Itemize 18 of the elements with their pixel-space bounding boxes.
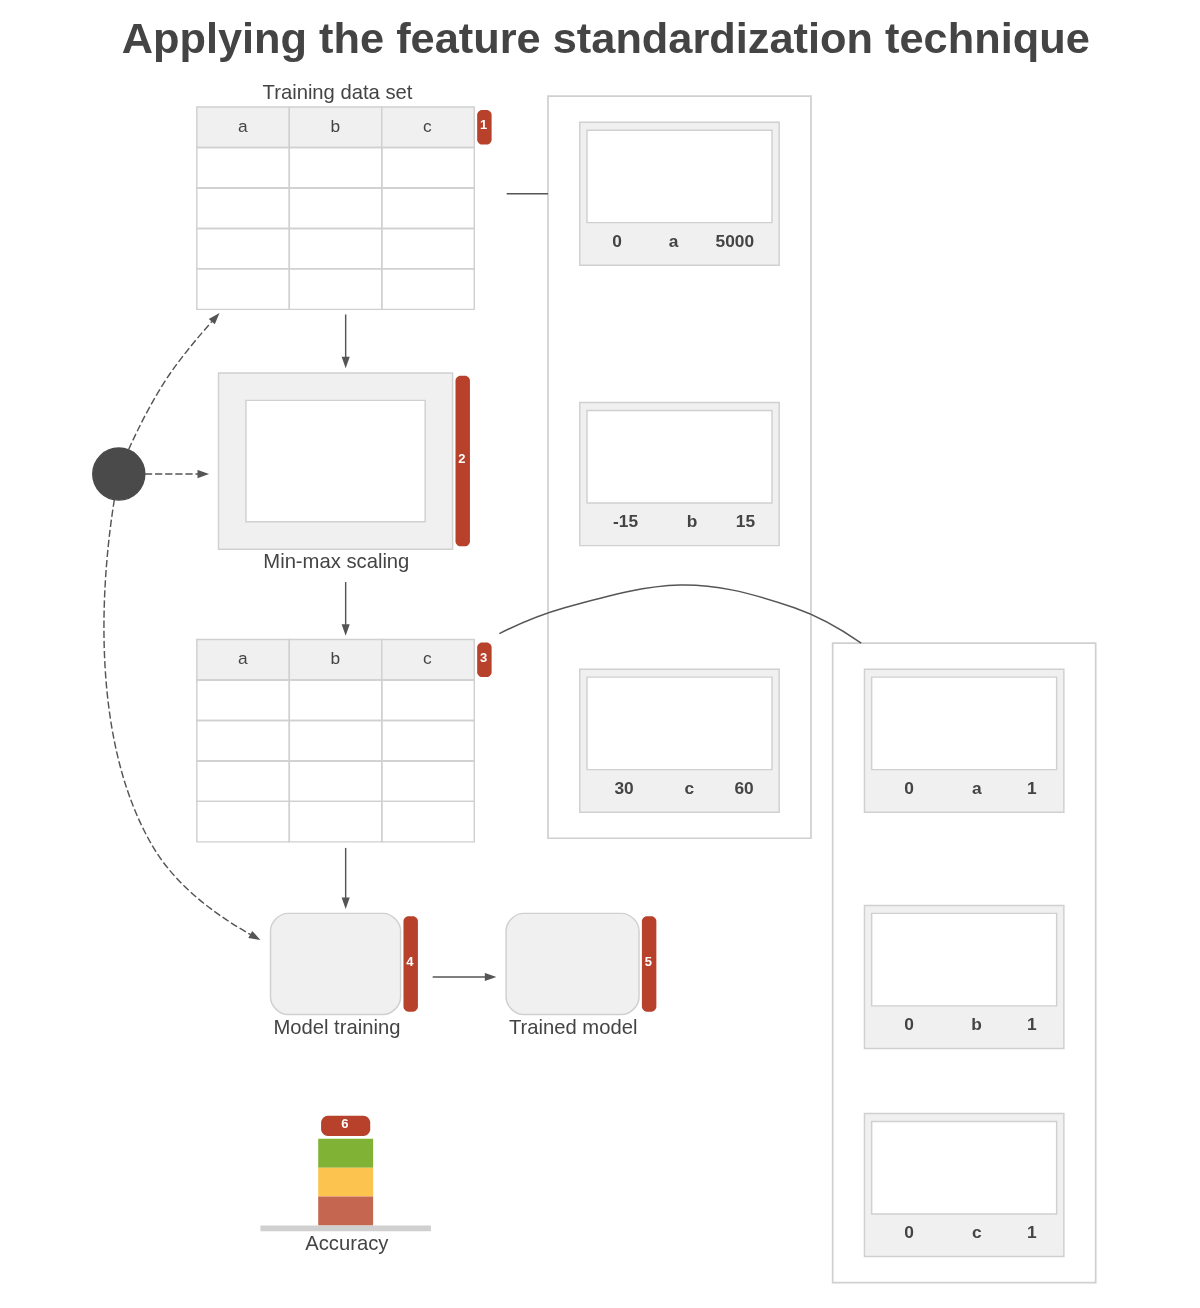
arrow	[127, 313, 220, 451]
node-label: Training data set	[262, 80, 413, 103]
arrow	[103, 499, 261, 941]
cluster	[831, 642, 1097, 1284]
cluster	[547, 95, 812, 840]
node-label: Model training	[273, 1015, 401, 1038]
arrow	[341, 847, 350, 910]
node-person	[92, 447, 146, 501]
arrow	[431, 972, 497, 982]
node-label: Trained model	[508, 1015, 638, 1038]
connector	[498, 584, 862, 644]
connector	[506, 193, 549, 195]
arrow	[144, 470, 210, 479]
arrow	[341, 313, 350, 369]
diagram-title: Applying the feature standardization technique	[121, 13, 1090, 62]
node-label: Min-max scaling	[263, 550, 410, 573]
node-label: Accuracy	[305, 1232, 389, 1255]
arrow	[341, 581, 350, 636]
